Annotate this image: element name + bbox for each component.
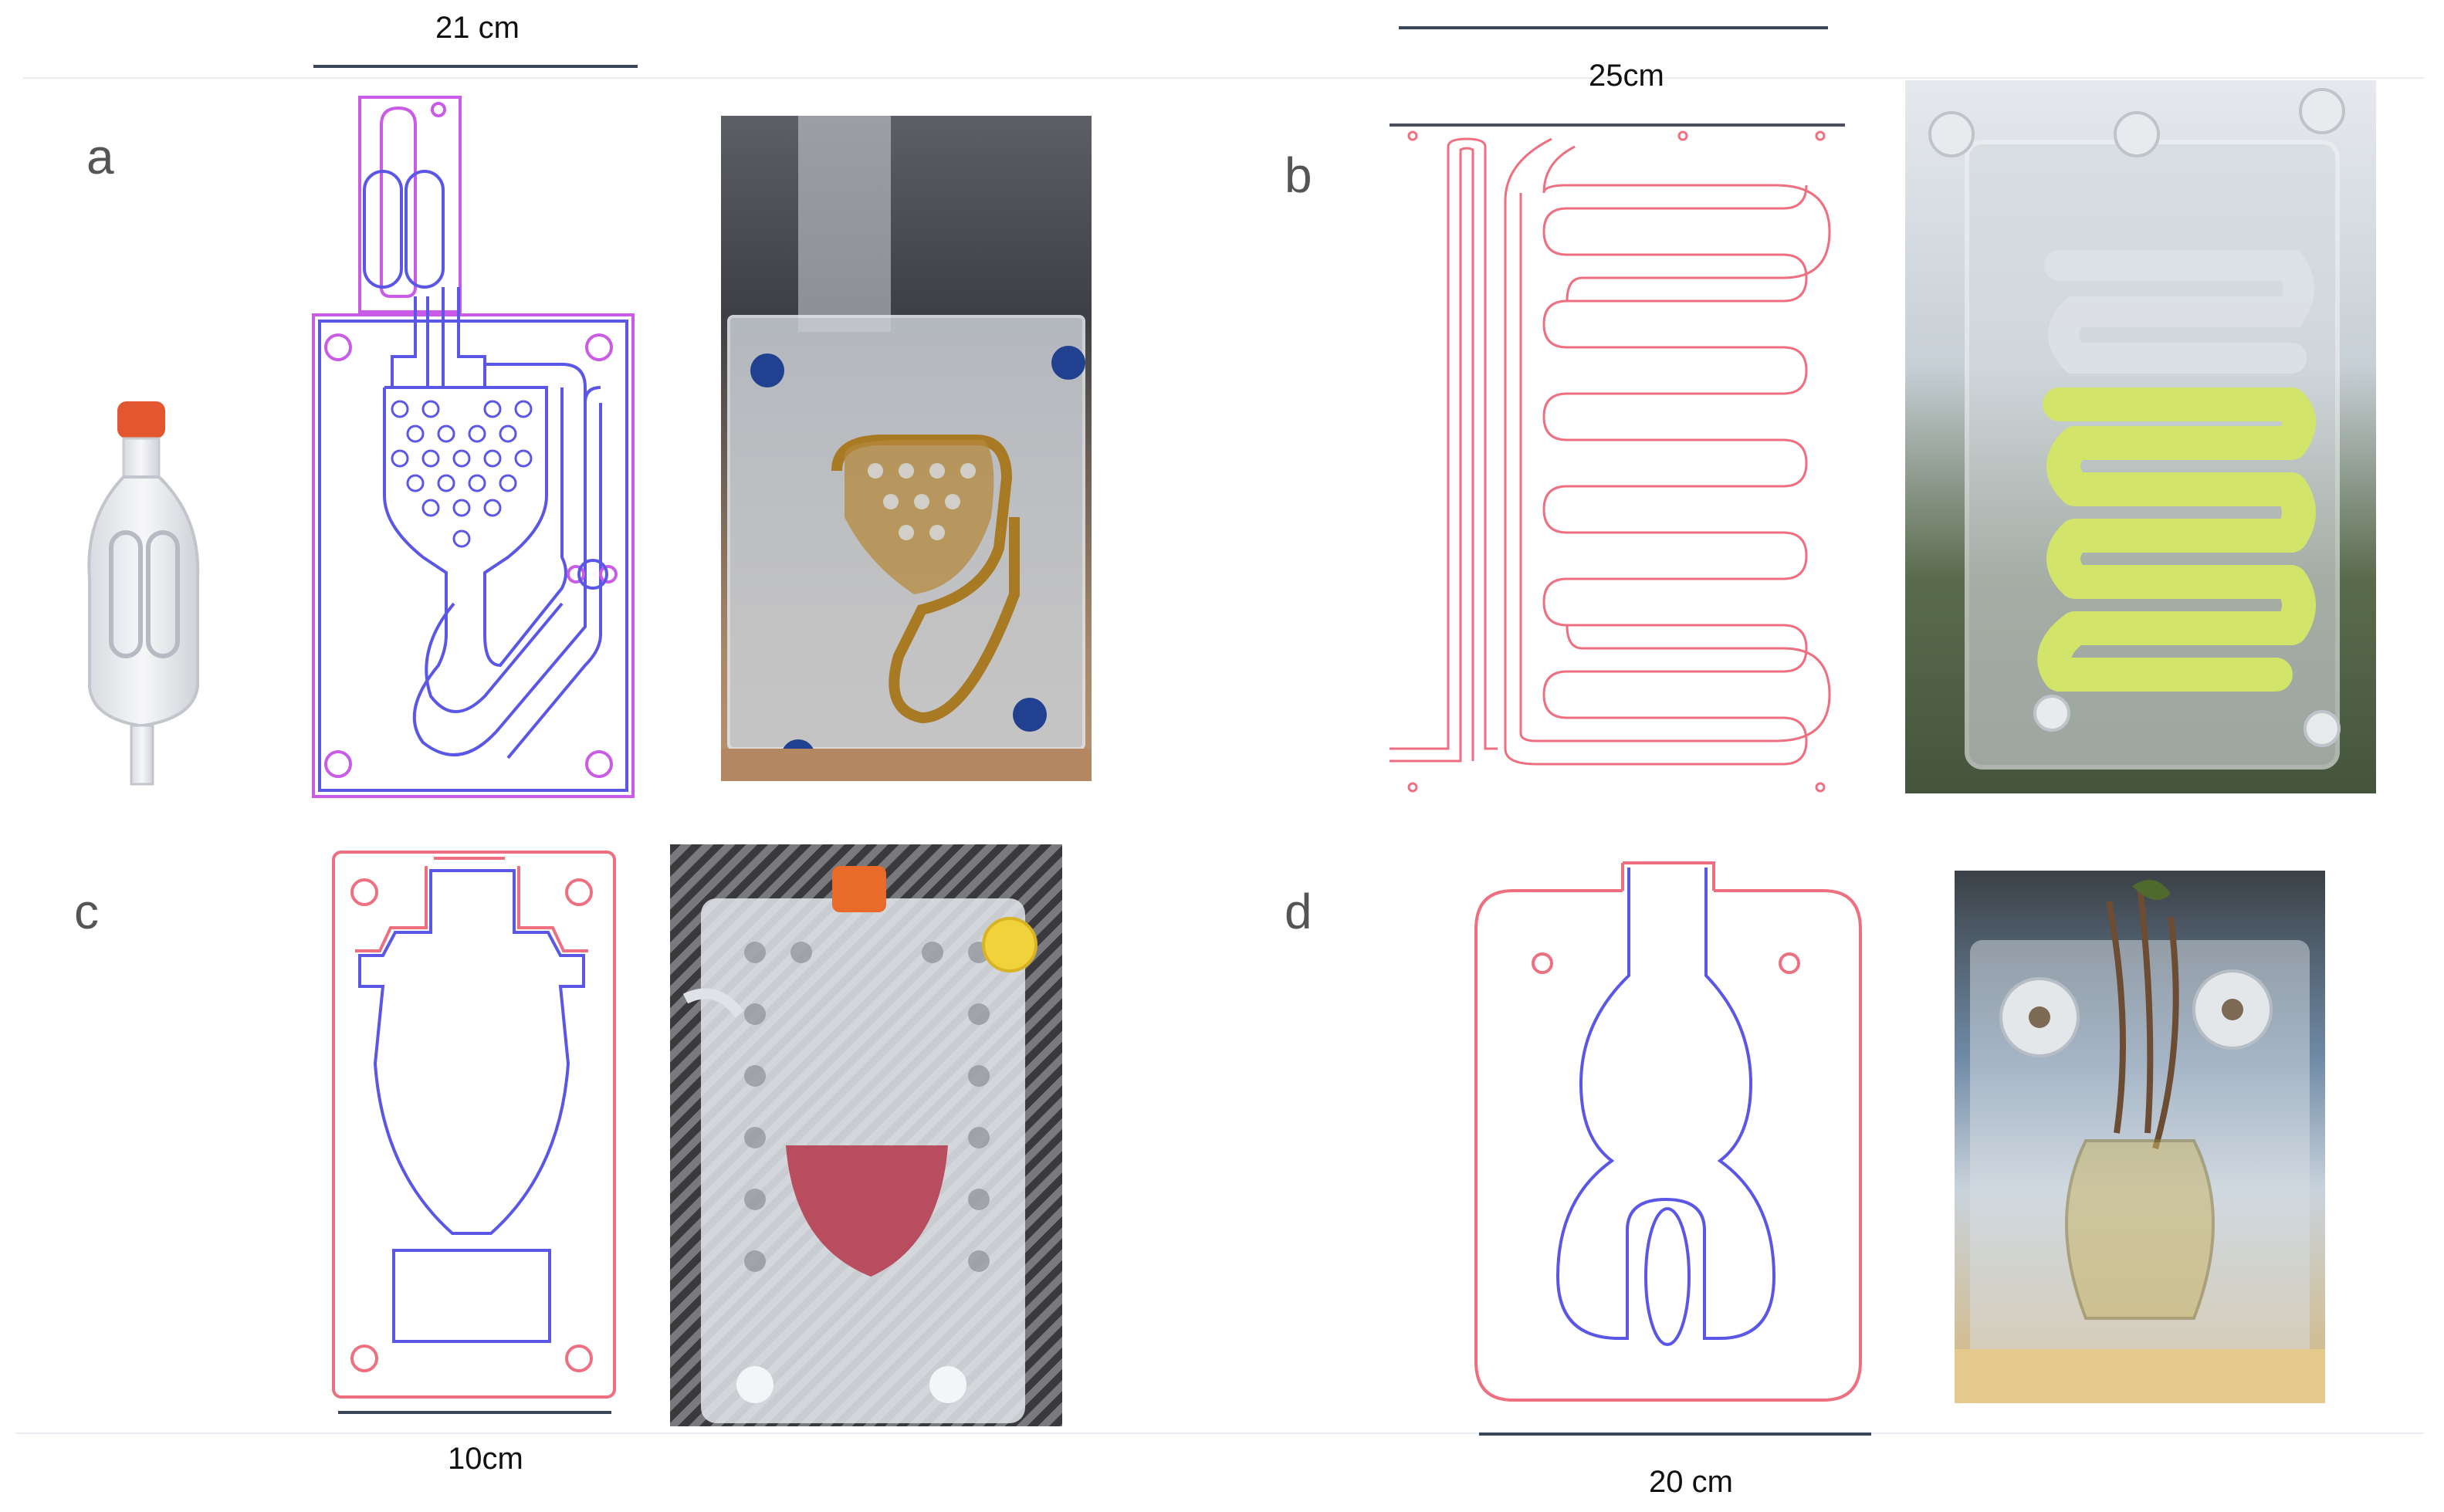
top-divider [23, 77, 2424, 79]
flask-drawing-c [332, 851, 616, 1399]
scale-label-b: 25cm [1589, 59, 1664, 93]
flask-photo-c [670, 844, 1062, 1426]
bioreactor-photo-a [721, 116, 1092, 781]
panel-letter-d: d [1285, 884, 1312, 939]
scale-bar-a [313, 65, 638, 68]
vase-drawing-d [1474, 861, 1862, 1402]
bottom-divider [15, 1433, 2424, 1434]
scale-bar-c [338, 1411, 611, 1414]
panel-letter-b: b [1285, 147, 1312, 203]
airlock-valve-icon [87, 401, 200, 786]
serpentine-drawing-b [1390, 116, 1845, 803]
bioreactor-drawing-a [312, 96, 635, 798]
scale-label-c: 10cm [448, 1442, 523, 1476]
vase-photo-d [1955, 871, 2325, 1403]
panel-letter-a: a [86, 129, 114, 184]
scale-label-a: 21 cm [435, 11, 520, 45]
scale-bar-b [1399, 26, 1828, 29]
scale-bar-d [1479, 1433, 1871, 1436]
scale-label-d: 20 cm [1649, 1465, 1733, 1499]
serpentine-photo-b [1905, 80, 2376, 793]
panel-letter-c: c [74, 884, 99, 939]
